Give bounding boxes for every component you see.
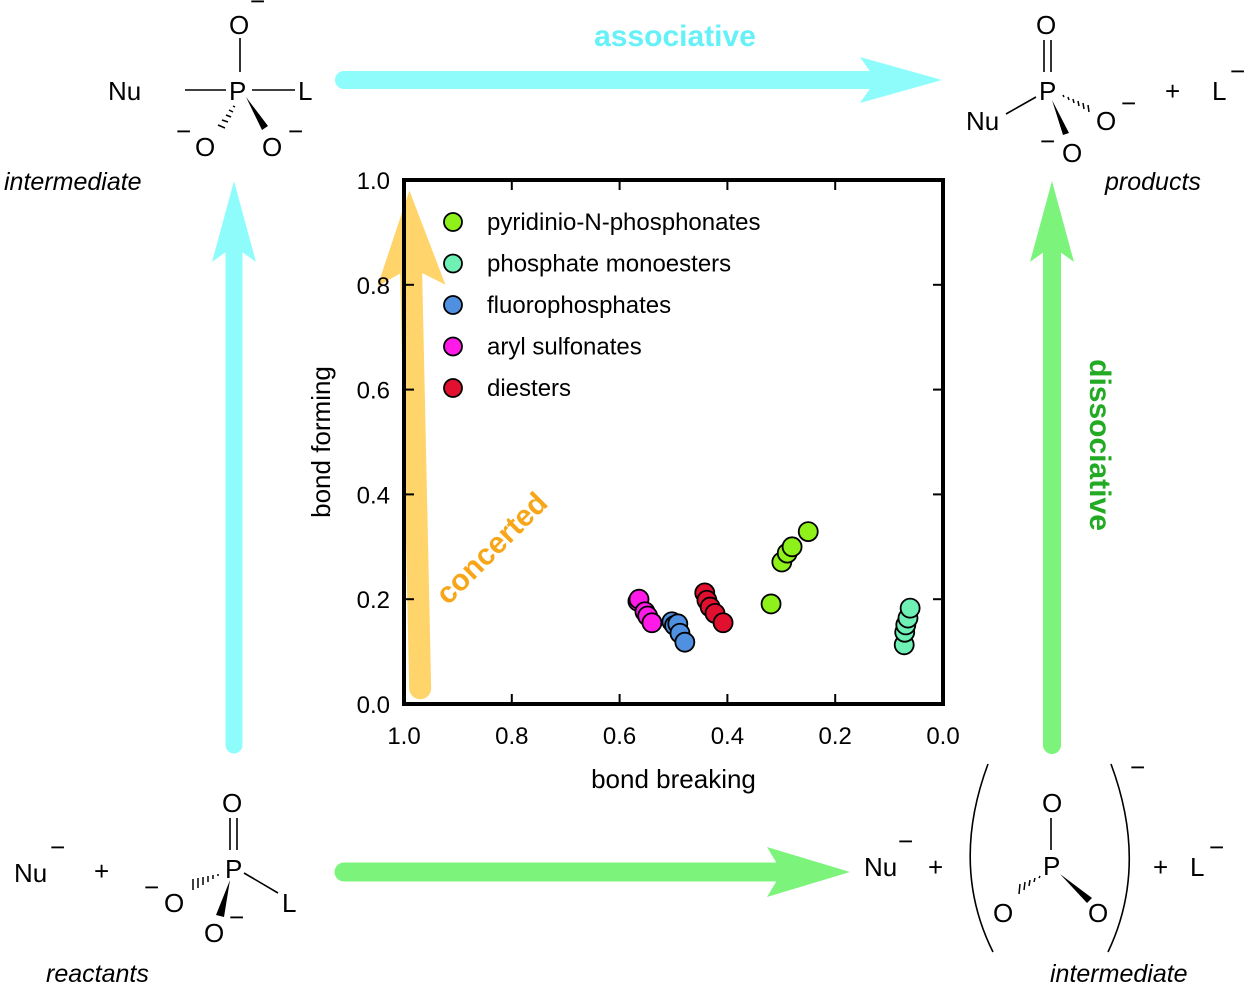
concerted-arrow-head [377, 190, 446, 287]
atom-l: L [298, 76, 312, 106]
structure-top-right: O P Nu O − O − + L − [966, 10, 1245, 168]
atom-l: L [282, 888, 296, 918]
legend-label: diesters [487, 375, 571, 402]
y-tick-label: 0.4 [357, 482, 390, 509]
associative-label: associative [594, 20, 756, 53]
data-points [627, 521, 921, 656]
data-point-phosphate-monoesters [899, 597, 921, 619]
data-point-pyridinio-n-phosphonates [781, 536, 803, 558]
legend-marker [443, 336, 463, 357]
charge: − [1230, 56, 1245, 86]
x-tick-label: 0.8 [495, 723, 528, 750]
plus-sign: + [928, 852, 943, 882]
atom-nu: Nu [14, 858, 47, 888]
atom-o-top: O [1042, 788, 1062, 818]
x-tick-label: 0.6 [603, 723, 636, 750]
data-point-pyridinio-n-phosphonates [760, 593, 782, 615]
charge: − [1209, 832, 1224, 862]
atom-p: P [1039, 76, 1056, 106]
caption-products: products [1104, 168, 1201, 196]
concerted-arrow [377, 190, 446, 700]
y-tick-label: 0.0 [357, 692, 390, 719]
dissociative-right-arrow [1030, 181, 1074, 754]
charge: − [898, 826, 913, 856]
legend-marker [443, 295, 463, 315]
atom-o-right: O [1096, 106, 1116, 136]
associative-left-arrow [212, 181, 256, 754]
dissociative-bottom-arrow [334, 847, 850, 897]
leaving-group: L [1212, 76, 1226, 106]
structure-bottom-left: Nu − + O P L O − O − [14, 788, 296, 948]
axis-ticks: 1.0 0.8 0.6 0.4 0.2 0.0 0.0 0.2 0.4 0.6 0.8 1.0 [357, 168, 960, 750]
data-point-pyridinio-n-phosphonates [797, 521, 819, 543]
atom-o-right: O [1088, 898, 1108, 928]
y-tick-label: 0.8 [357, 273, 390, 300]
concerted-label: concerted [430, 486, 555, 611]
plus-sign: + [1165, 76, 1180, 106]
x-tick-label: 1.0 [387, 723, 420, 750]
dissociative-label: dissociative [1083, 359, 1116, 531]
charge: − [288, 116, 303, 146]
data-point-fluorophosphates [674, 631, 696, 653]
legend-label: fluorophosphates [487, 292, 671, 319]
legend-label: aryl sulfonates [487, 334, 642, 361]
y-tick-label: 0.2 [357, 587, 390, 614]
charge: − [1130, 752, 1145, 782]
data-point-diesters [712, 612, 734, 634]
y-tick-label: 0.6 [357, 378, 390, 405]
atom-p: P [229, 76, 246, 106]
atom-nu: Nu [864, 852, 897, 882]
leaving-group: L [1190, 852, 1204, 882]
atom-o-bottom: O [204, 918, 224, 948]
legend-marker [443, 253, 463, 274]
charge: − [176, 116, 191, 146]
x-tick-label: 0.0 [926, 723, 959, 750]
caption-intermediate-top: intermediate [4, 168, 142, 196]
y-axis-label: bond forming [306, 366, 336, 518]
atom-o-bottom: O [1062, 138, 1082, 168]
atom-nu: Nu [108, 76, 141, 106]
charge: − [250, 0, 265, 16]
legend-label: phosphate monoesters [487, 251, 731, 278]
legend-label: pyridinio-N-phosphonates [487, 209, 761, 236]
y-tick-label: 1.0 [357, 168, 390, 195]
data-point-aryl-sulfonates [641, 612, 663, 634]
structure-top-left: Nu P L O − O − O − [108, 0, 312, 162]
associative-top-arrow [335, 57, 942, 103]
caption-reactants: reactants [46, 960, 149, 988]
concerted-arrow-shaft [400, 259, 432, 700]
atom-nu: Nu [966, 106, 999, 136]
atom-p: P [225, 854, 242, 884]
atom-o-top: O [229, 10, 249, 40]
atom-o-left: O [195, 132, 215, 162]
atom-o-top: O [222, 788, 242, 818]
plus-sign: + [94, 856, 109, 886]
caption-intermediate-bottom: intermediate [1050, 960, 1188, 988]
plus-sign: + [1153, 852, 1168, 882]
x-axis-label: bond breaking [591, 764, 756, 794]
charge: − [1121, 88, 1136, 118]
charge: − [229, 902, 244, 932]
more-oferrall-jencks-plot: concerted 1.0 0.8 0.6 0.4 0.2 0.0 0.0 0.2 0.4 0.6… [306, 168, 960, 794]
charge: − [144, 872, 159, 902]
atom-o-left: O [164, 888, 184, 918]
legend-marker [443, 378, 463, 398]
atom-o-right: O [262, 132, 282, 162]
plot-frame [402, 178, 945, 706]
atom-o-left: O [993, 898, 1013, 928]
legend-marker [443, 212, 463, 232]
x-tick-label: 0.4 [711, 723, 744, 750]
atom-p: P [1043, 851, 1060, 881]
legend: pyridinio-N-phosphonates phosphate monoes… [443, 209, 761, 402]
x-tick-label: 0.2 [819, 723, 852, 750]
charge: − [1040, 126, 1055, 156]
charge: − [50, 832, 65, 862]
structure-bottom-right: Nu − + − O P O O + L − [864, 752, 1224, 953]
atom-o-top: O [1036, 10, 1056, 40]
